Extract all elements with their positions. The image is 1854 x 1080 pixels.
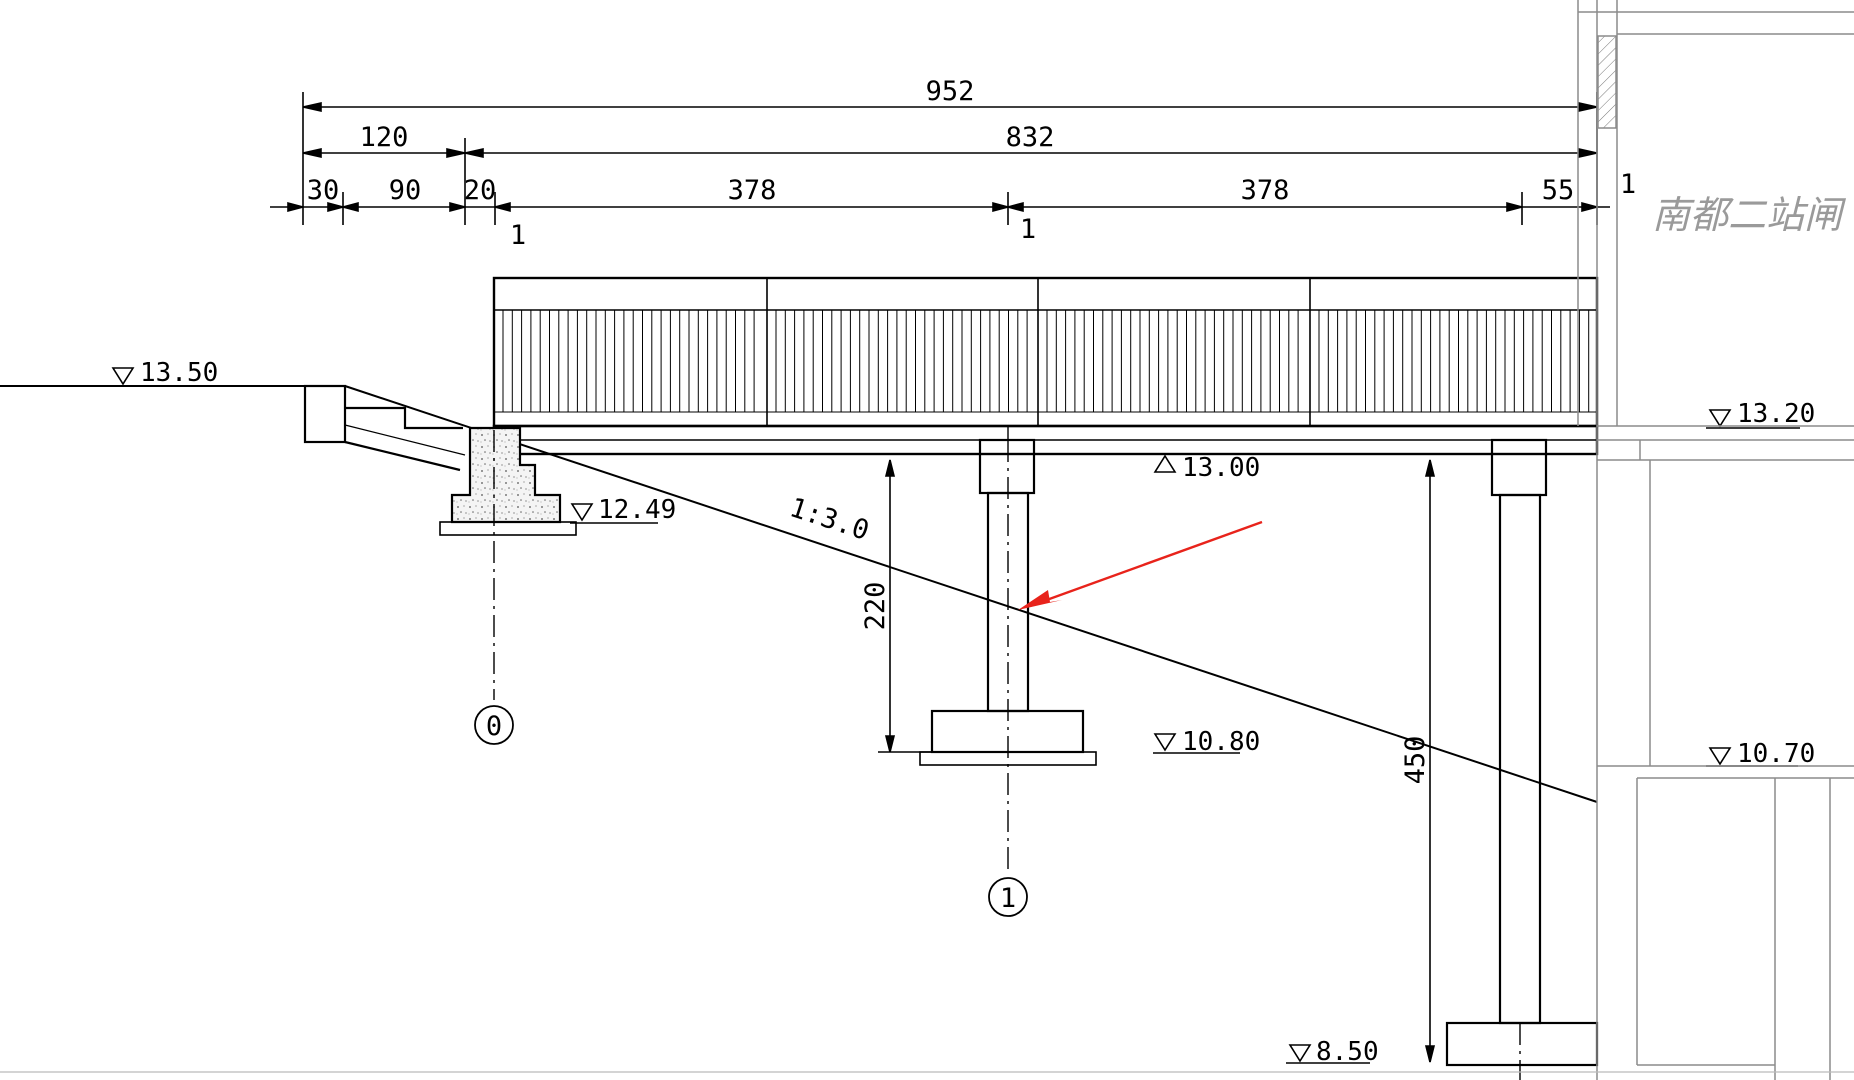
dim-20: 20: [464, 175, 497, 206]
dim-1-tick-a: 1: [510, 220, 526, 251]
pier-2: [1445, 438, 1599, 1067]
dim-120: 120: [360, 122, 409, 153]
axis-markers: 0 1: [474, 705, 1028, 917]
axis-label-0: 0: [486, 711, 502, 742]
axis-label-1: 1: [1000, 883, 1016, 914]
dim-832: 832: [1006, 122, 1055, 153]
level-13-20: 13.20: [1737, 399, 1815, 429]
dim-952: 952: [926, 76, 975, 107]
dim-450: 450: [1400, 736, 1431, 785]
dim-220: 220: [860, 582, 891, 631]
slope-label: 1:3.0: [786, 492, 873, 547]
left-abutment: [303, 384, 577, 536]
dim-90: 90: [389, 175, 422, 206]
level-8-50: 8.50: [1316, 1037, 1379, 1067]
ground-line: [0, 385, 1598, 803]
dim-30: 30: [307, 175, 340, 206]
dim-1-right: 1: [1620, 169, 1636, 200]
level-10-70: 10.70: [1737, 739, 1815, 769]
dim-1-tick-b: 1: [1020, 214, 1036, 245]
dimension-lines: [270, 92, 1610, 1063]
dimension-texts: 952 120 832 30 90 20 378 378 55 1 1 1 22…: [307, 76, 1636, 784]
level-markers: [110, 367, 1800, 1064]
dim-378-left: 378: [728, 175, 777, 206]
center-lines: [493, 430, 1521, 1080]
level-12-49: 12.49: [598, 495, 676, 525]
deck-beam: [492, 424, 1599, 456]
dim-378-right: 378: [1241, 175, 1290, 206]
watermark-text: 南都二站闸: [1652, 193, 1847, 237]
level-10-80: 10.80: [1182, 727, 1260, 757]
dim-55: 55: [1542, 175, 1575, 206]
sluice-building: [1577, 0, 1854, 1080]
level-13-00: 13.00: [1182, 453, 1260, 483]
red-arrow-annotation: [1018, 520, 1263, 610]
bridge-railing: [492, 276, 1599, 428]
level-13-50: 13.50: [140, 358, 218, 388]
level-texts: 13.50 12.49 13.00 10.80 13.20 10.70 8.50: [140, 358, 1815, 1067]
